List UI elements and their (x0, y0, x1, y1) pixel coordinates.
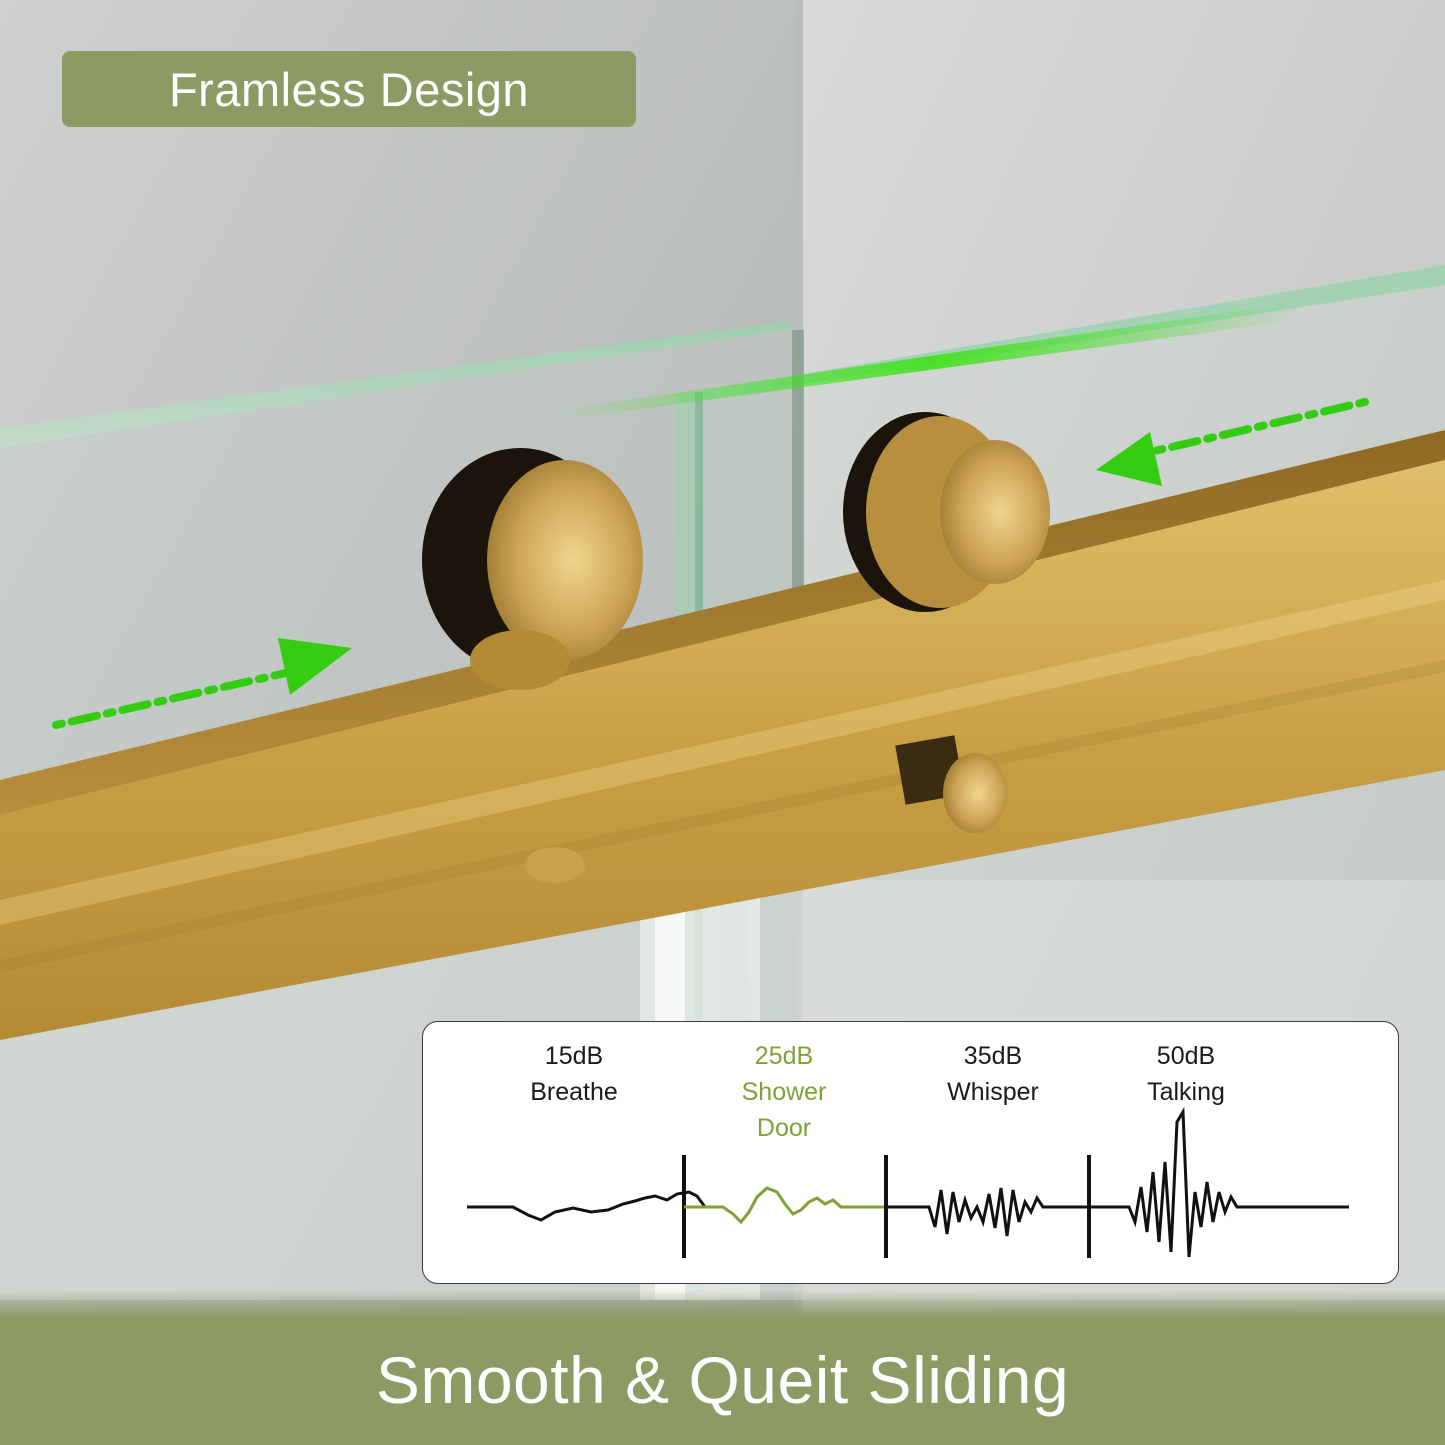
noise-db: 15dB (544, 1042, 604, 1070)
left-arrow-icon (1096, 398, 1369, 486)
noise-db: 25dB (754, 1042, 814, 1070)
sound-waveform (467, 1106, 1349, 1258)
noise-label: Talking (1147, 1078, 1225, 1106)
noise-db: 50dB (1156, 1042, 1216, 1070)
right-arrow-icon (52, 638, 352, 729)
noise-label-line2: Door (756, 1114, 812, 1142)
banner-top-text: Framless Design (168, 62, 530, 116)
noise-level-talking: 50dB Talking (1086, 1038, 1286, 1110)
noise-comparison-card: 15dB Breathe 25dB Shower Door 35dB Whisp… (422, 1021, 1399, 1284)
noise-label: Breathe (530, 1078, 618, 1106)
banner-framless-design: Framless Design (62, 51, 636, 127)
waveform-shower-door (684, 1186, 885, 1225)
waveform-breathe (467, 1190, 708, 1222)
bottom-banner-text: Smooth & Queit Sliding (375, 1343, 1070, 1417)
noise-level-shower-door: 25dB Shower Door (684, 1038, 884, 1146)
noise-db: 35dB (963, 1042, 1023, 1070)
noise-level-whisper: 35dB Whisper (893, 1038, 1093, 1110)
noise-label: Whisper (947, 1078, 1039, 1106)
waveform-whisper (886, 1187, 1088, 1237)
bottom-banner-title: Smooth & Queit Sliding (0, 1330, 1445, 1430)
waveform-talking (1089, 1106, 1349, 1258)
bottom-banner (0, 1290, 1445, 1445)
noise-level-breathe: 15dB Breathe (474, 1038, 674, 1110)
noise-label-line1: Shower (741, 1078, 827, 1106)
